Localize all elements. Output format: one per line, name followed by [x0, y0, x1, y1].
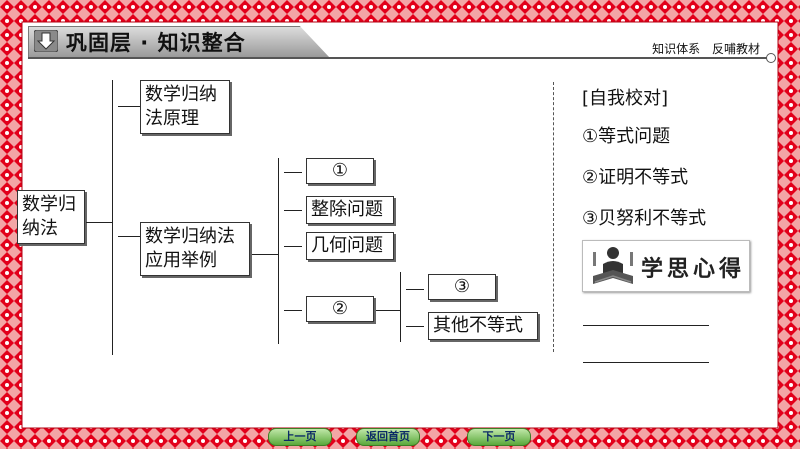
node-blank-2: ②: [306, 296, 374, 322]
self-check-item: ①等式问题: [582, 126, 671, 147]
connector: [400, 272, 401, 342]
node-root: 数学归纳法: [17, 190, 85, 244]
writing-line: [583, 325, 709, 326]
link-knowledge-system[interactable]: 知识体系: [652, 42, 701, 56]
prev-page-button[interactable]: 上一页: [268, 428, 332, 446]
node-divisibility: 整除问题: [306, 196, 394, 224]
next-page-button[interactable]: 下一页: [467, 428, 531, 446]
connector: [284, 172, 302, 173]
node-geometry: 几何问题: [306, 232, 394, 260]
connector: [406, 326, 424, 327]
page-title: 巩固层 · 知识整合: [66, 31, 246, 55]
connector: [118, 236, 140, 237]
node-principle: 数学归纳法原理: [140, 80, 230, 134]
node-application: 数学归纳法应用举例: [140, 222, 250, 276]
connector: [118, 106, 140, 107]
self-check-item: ②证明不等式: [582, 167, 689, 188]
column-divider: [553, 82, 554, 352]
notes-label: 学思心得: [641, 257, 746, 282]
node-blank-1: ①: [306, 158, 374, 184]
notes-badge: 学思心得: [582, 240, 750, 292]
node-other-inequality: 其他不等式: [428, 312, 538, 340]
connector: [86, 222, 112, 223]
reading-person-icon: [593, 247, 633, 284]
header-divider: [28, 57, 768, 59]
down-arrow-icon: [34, 30, 58, 52]
connector: [406, 289, 424, 290]
connector: [284, 246, 302, 247]
self-check-title: [自我校对]: [582, 88, 669, 109]
header-divider-end: [766, 53, 776, 63]
node-blank-3: ③: [428, 274, 496, 300]
self-check-item: ③贝努利不等式: [582, 208, 707, 229]
connector: [112, 80, 113, 355]
connector: [376, 310, 400, 311]
connector: [284, 210, 302, 211]
writing-line: [583, 362, 709, 363]
home-button[interactable]: 返回首页: [356, 428, 420, 446]
link-textbook[interactable]: 反哺教材: [711, 42, 760, 56]
connector: [278, 158, 279, 344]
connector: [252, 254, 278, 255]
connector: [284, 310, 302, 311]
header-links: 知识体系 反哺教材: [644, 40, 760, 57]
